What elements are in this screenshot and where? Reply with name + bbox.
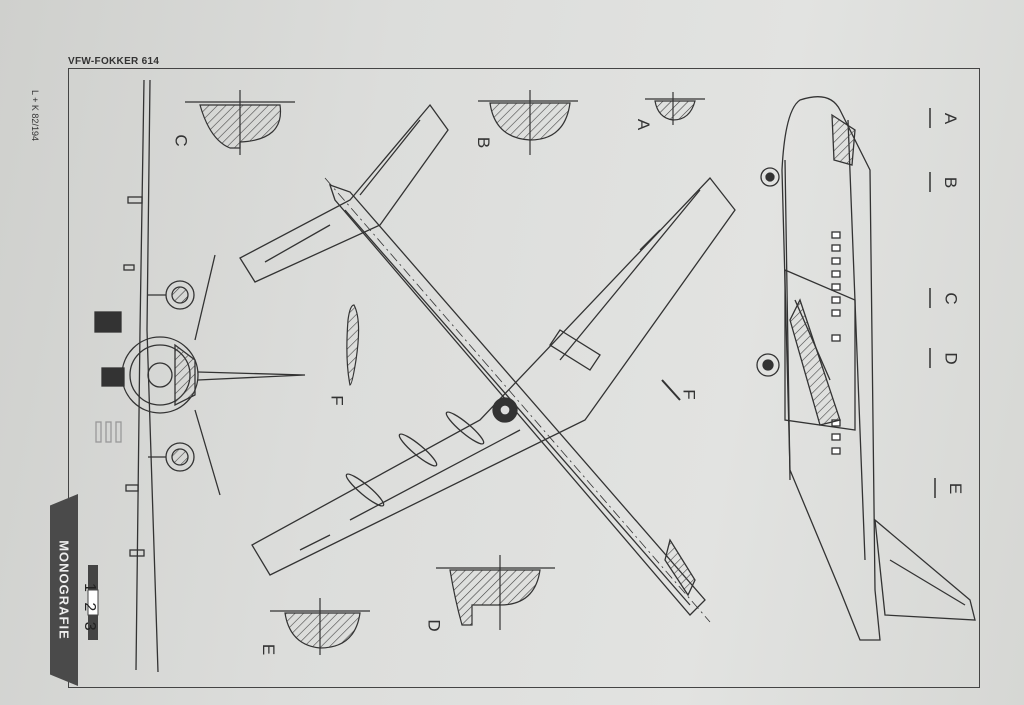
profile-label-d: D [424,619,444,632]
side-view [756,96,976,641]
profile-label-a: A [634,118,654,131]
profile-label-c: C [171,134,191,147]
scale-numbers: 1 2 3 [81,583,98,631]
wing-section-label-f: F [679,389,699,400]
section-profiles [185,90,705,655]
drawing-frame [68,68,980,688]
section-line-label-d: D [941,352,961,365]
profile-label-b: B [474,136,494,149]
profile-label-e: E [259,643,279,656]
brand-label: MONOGRAFIE [56,540,72,640]
section-line-label-a: A [941,112,961,125]
scale-bar [87,565,99,640]
section-ticks [929,108,936,498]
front-view [94,79,306,673]
section-line-label-e: E [946,482,966,495]
page-title: VFW-FOKKER 614 [68,56,160,67]
plan-view [239,103,736,623]
brand-band [50,494,78,686]
section-line-label-c: C [941,292,961,305]
airfoil-label-f: F [327,395,347,406]
section-line-label-b: B [941,176,961,189]
